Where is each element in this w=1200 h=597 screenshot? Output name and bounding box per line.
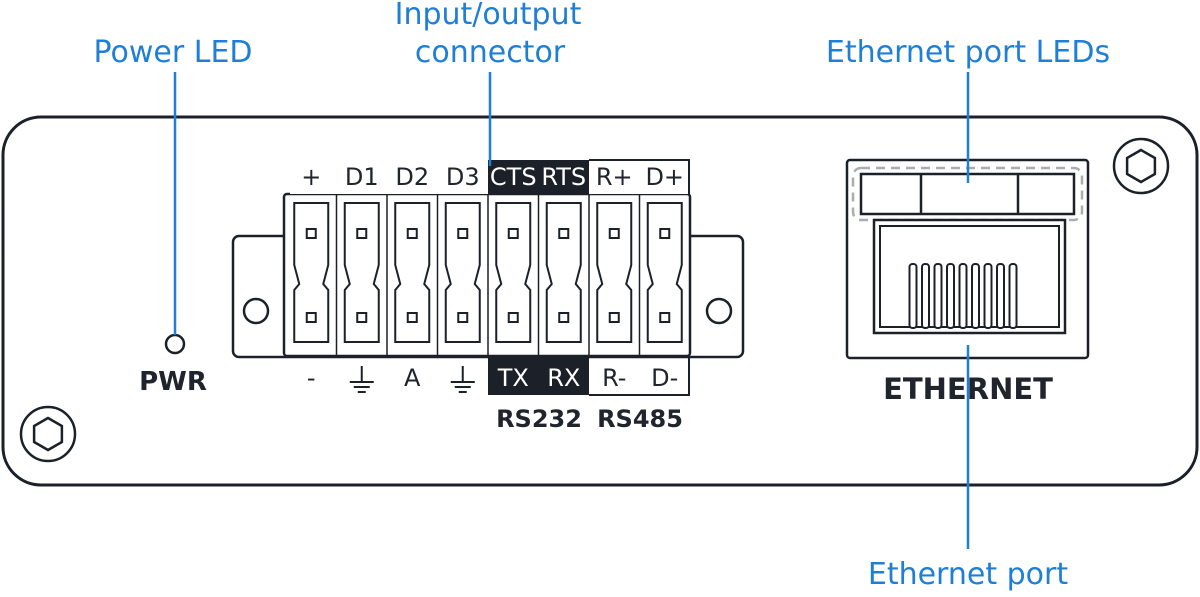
callout-io-connector-line1: Input/output [395,0,582,32]
highlight-badge [488,357,539,395]
connector-pin [343,202,380,343]
hex-screw-icon [19,405,77,463]
connector-pin [596,202,633,343]
rj45-contact [921,263,930,329]
ground-symbol-icon [450,366,475,393]
bottom-pin-label: RX [547,364,580,392]
bottom-pin-label: D- [651,364,678,392]
pwr-label: PWR [139,367,207,397]
top-pin-label: R+ [596,163,633,191]
top-pin-label: RTS [541,163,586,191]
top-pin-label: + [301,163,321,191]
rj45-contact [983,263,993,329]
bottom-pin-label: - [307,364,316,392]
pin-screw-square [558,228,570,239]
rj45-contact [933,263,943,329]
pin-contact-square [457,312,469,323]
ethernet-contacts [908,263,1018,329]
pin-contact-square [558,312,570,323]
label-strip-border [589,159,690,194]
connector-pin [394,202,431,343]
ethernet-port [845,158,1090,360]
pin-contact-square [659,312,671,323]
pin-screw-square [457,228,469,239]
bottom-pin-label: R- [602,364,626,392]
highlight-badge [538,160,589,194]
rj45-contact [971,263,980,329]
pin-contact-square [507,312,519,323]
ground-symbol-icon [349,366,374,393]
pin-screw-square [356,228,368,239]
callout-ethernet-leds: Ethernet port LEDs [826,35,1110,70]
rj45-contact [1008,263,1018,329]
pin-screw-square [507,228,519,239]
callout-power-led: Power LED [93,35,252,70]
top-pin-label: D+ [645,163,684,191]
power-led-indicator [164,333,186,355]
connector-mount-hole-right [705,297,733,325]
pin-contact-square [356,312,368,323]
callout-ethernet-port: Ethernet port [868,557,1068,592]
rs232-group-label: RS232 [496,405,582,433]
rj45-contact [996,263,1005,329]
pin-screw-square [659,228,671,239]
bottom-pin-label: A [404,364,421,392]
connector-pin [444,202,481,343]
pin-contact-square [305,312,317,323]
pin-screw-square [305,228,317,239]
connector-pin [545,202,582,343]
pin-contact-square [608,312,620,323]
rs485-group-label: RS485 [597,405,683,433]
highlight-badge [538,357,589,395]
rj45-contact [946,263,955,329]
top-pin-label: D3 [446,163,480,191]
highlight-badge [488,160,539,194]
rj45-contact [908,263,918,329]
connector-mount-hole-left [242,297,270,325]
pin-screw-square [608,228,620,239]
bottom-pin-label: TX [497,364,529,392]
top-pin-label: CTS [490,163,537,191]
hex-screw-icon [1112,137,1170,195]
connector-pin [495,202,532,343]
ethernet-jack-inner [879,225,1060,328]
label-strip-border [589,357,690,396]
top-pin-label: D2 [395,163,429,191]
top-pin-label: D1 [345,163,379,191]
connector-pin [646,202,683,343]
pin-contact-square [406,312,418,323]
callout-io-connector-line2: connector [415,35,566,70]
rj45-contact [958,263,968,329]
connector-pin [293,202,330,343]
pin-screw-square [406,228,418,239]
